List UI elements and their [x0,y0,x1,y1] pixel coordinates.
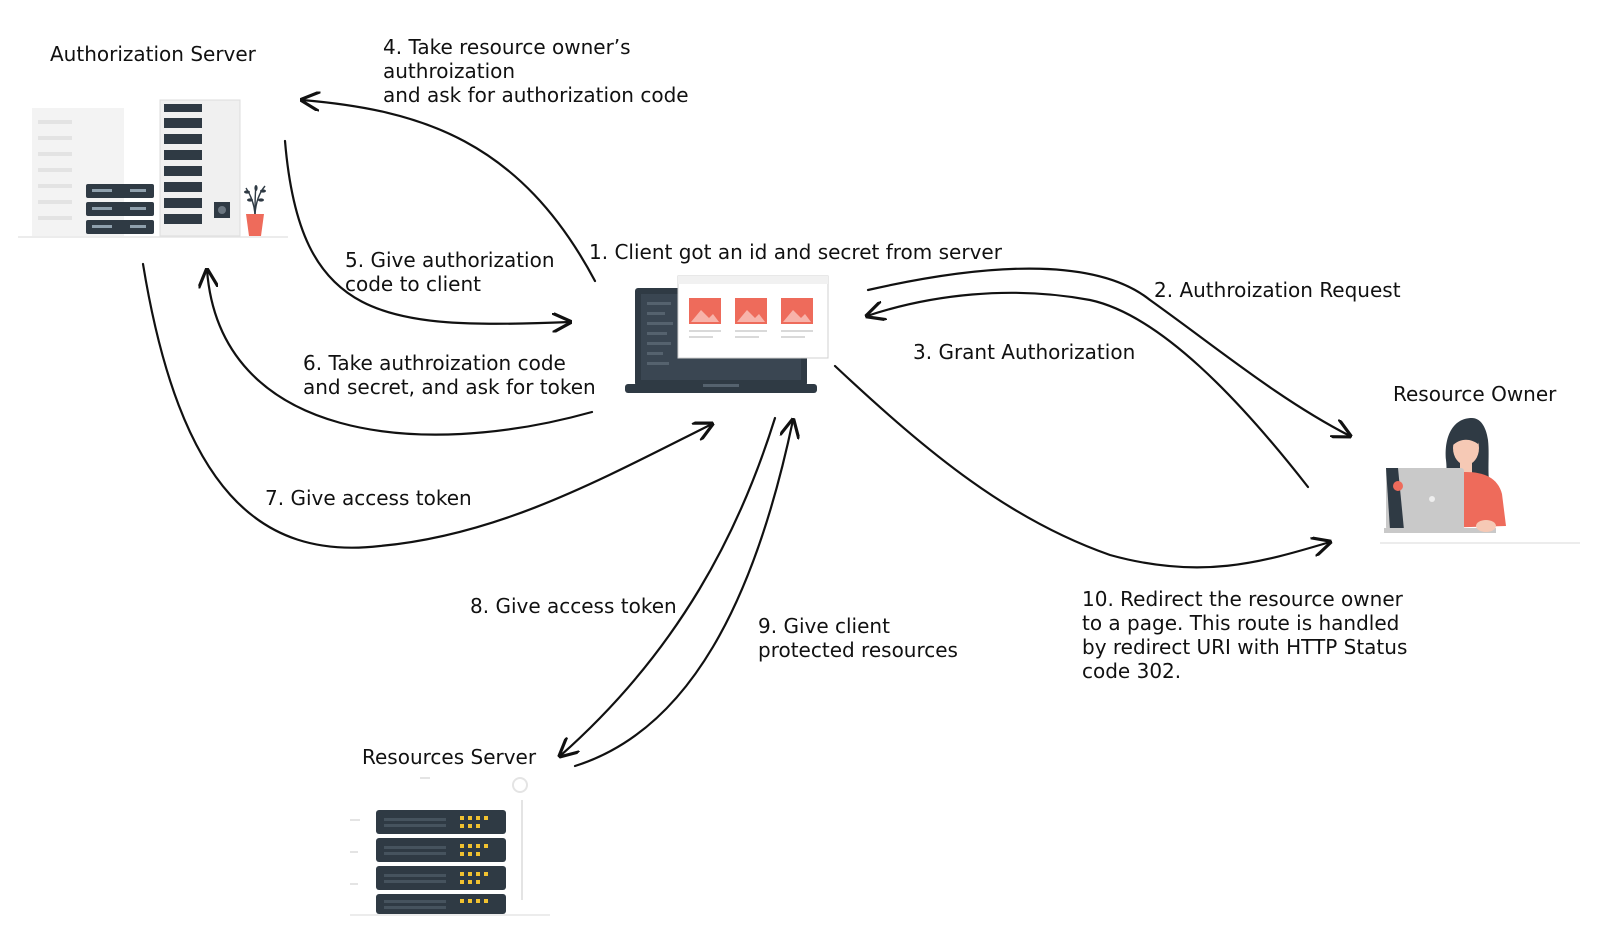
arrow-step-9 [573,420,793,768]
arrow-step-3 [867,291,1310,489]
arrow-step-7 [141,262,712,549]
step-10-label: 10. Redirect the resource owner to a pag… [1082,587,1408,683]
step-8-label: 8. Give access token [470,594,677,618]
arrow-step-8 [560,416,777,756]
server-stack-icon [350,777,550,916]
arrow-step-2 [866,267,1350,436]
laptop-icon [625,275,829,393]
arrow-step-6 [207,270,594,436]
arrow-step-10 [833,364,1330,569]
step-3-label: 3. Grant Authorization [913,340,1136,364]
step-5-label: 5. Give authorization code to client [345,248,555,296]
authorization-server-title: Authorization Server [50,42,256,66]
arrow-step-5 [283,139,570,324]
step-1-label: 1. Client got an id and secret from serv… [589,240,1002,264]
step-6-label: 6. Take authroization code and secret, a… [303,351,596,399]
resource-owner-title: Resource Owner [1393,382,1557,406]
arrow-step-4 [302,100,597,283]
server-rack-icon [18,99,288,238]
step-4-label: 4. Take resource owner’s authroization a… [383,35,689,107]
step-7-label: 7. Give access token [265,486,472,510]
resources-server-title: Resources Server [362,745,537,769]
person-laptop-icon [1380,418,1580,544]
step-9-label: 9. Give client protected resources [758,614,958,662]
step-2-label: 2. Authroization Request [1154,278,1401,302]
